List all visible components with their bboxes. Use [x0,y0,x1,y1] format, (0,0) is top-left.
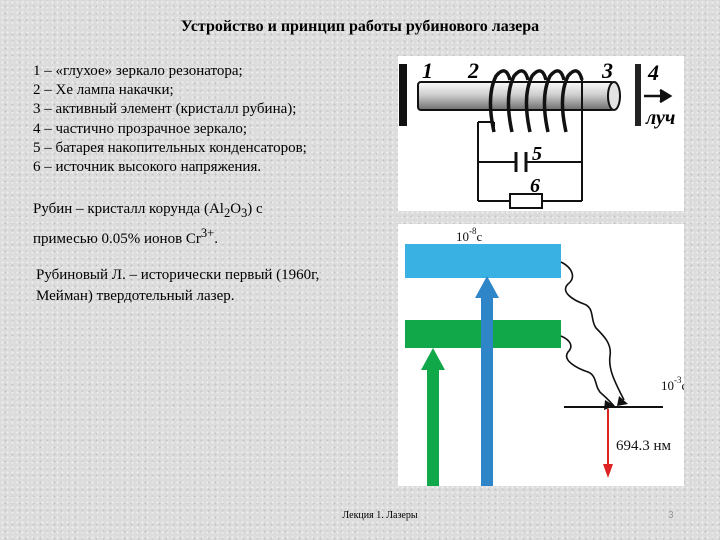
energy-level-diagram: 10-8c 10-3c 694.3 нм [398,224,688,486]
label-1: 1 [422,58,433,83]
superscript: 3+ [200,226,215,240]
circuit-wires [477,80,583,202]
wavelength-label: 694.3 нм [616,438,672,454]
pump-arrow-green [421,348,445,486]
component-legend: 1 – «глухое» зеркало резонатора; 2 – Xe … [33,62,383,177]
pump-arrow-blue [475,276,499,486]
ruby-text: . [214,231,218,247]
legend-item: 4 – частично прозрачное зеркало; [33,120,248,137]
page-title: Устройство и принцип работы рубинового л… [180,18,540,35]
laser-schematic: 1 2 3 4 5 6 луч [398,56,684,211]
mirror-output [635,64,641,126]
metastable-lifetime: 10-3c [661,375,684,393]
pump-lamp-coil [488,69,584,133]
transition-arrowhead [617,396,628,406]
footer-lecture: Лекция 1. Лазеры [342,510,418,521]
upper-lifetime: 10-8c [456,226,483,244]
history-text: Рубиновый Л. – исторически первый (1960г… [36,267,320,304]
capacitor-symbol [514,152,528,172]
beam-label: луч [645,107,675,129]
subscript: 2 [223,206,231,220]
beam-arrow [644,88,673,104]
legend-item: 1 – «глухое» зеркало резонатора; [33,63,243,79]
page-number: 3 [668,510,674,521]
nonradiative-transitions [560,261,625,407]
transition-arrowhead [604,400,615,410]
ruby-text: Рубин – кристалл корунда (Al [33,201,224,217]
label-2: 2 [467,58,479,83]
ruby-text: примесью 0.05% ионов Cr [33,231,201,247]
label-5: 5 [532,143,542,165]
label-3: 3 [601,58,613,83]
ruby-text: O [230,201,242,217]
label-6: 6 [530,175,540,197]
legend-item: 2 – Xe лампа накачки; [33,82,174,99]
mirror-rear [399,64,407,126]
ruby-description: Рубин – кристалл корунда (Al2O3) с приме… [33,199,333,249]
rod-end [607,81,621,111]
upper-pump-band [405,244,561,278]
ruby-text: ) с [247,201,263,217]
ruby-rod [417,81,615,111]
hv-source-symbol [509,193,543,209]
legend-item: 3 – активный элемент (кристалл рубина); [33,101,297,118]
label-4: 4 [647,60,659,85]
legend-item: 6 – источник высокого напряжения. [33,159,262,176]
legend-item: 5 – батарея накопительных конденсаторов; [33,139,307,156]
subscript: 3 [241,206,248,220]
emission-arrow [603,409,613,478]
